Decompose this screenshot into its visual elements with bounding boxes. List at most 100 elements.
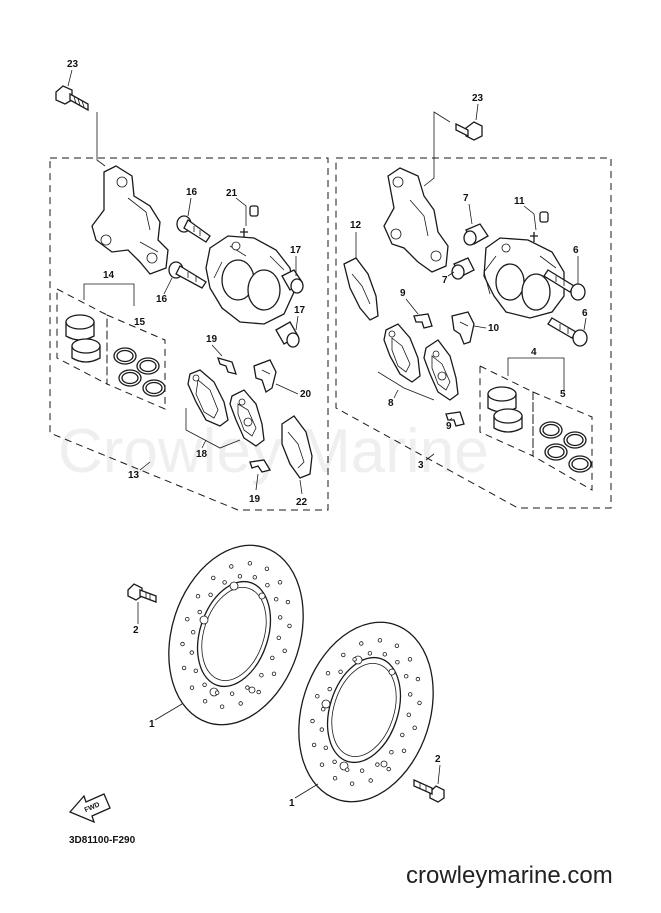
drill-hole — [321, 707, 326, 712]
drill-hole — [349, 781, 355, 786]
drill-hole — [412, 725, 417, 730]
callout-10: 10 — [488, 323, 500, 334]
bleed-screw-21 — [240, 205, 259, 238]
drill-hole — [400, 732, 405, 738]
drill-hole — [208, 592, 213, 597]
disc-bolt-2-left — [127, 583, 157, 603]
pin-boot-7-upper — [463, 223, 489, 246]
caliper-bracket-left — [91, 165, 169, 275]
drill-hole — [338, 669, 343, 674]
drill-hole — [222, 580, 227, 585]
drill-hole — [197, 609, 202, 615]
drill-hole — [189, 685, 195, 690]
callout-8: 8 — [388, 398, 394, 409]
callout-2-left: 2 — [133, 625, 139, 636]
drill-hole — [377, 638, 383, 643]
drill-hole — [319, 727, 324, 732]
callout-12: 12 — [350, 220, 362, 231]
brake-disc-1-right — [298, 621, 434, 803]
disc-drill-holes — [180, 561, 422, 786]
callout-18: 18 — [196, 449, 208, 460]
callout-19-upper: 19 — [206, 334, 218, 345]
drill-hole — [310, 718, 315, 724]
callout-2-right: 2 — [435, 754, 441, 765]
callout-9-upper: 9 — [400, 288, 406, 299]
drill-hole — [238, 701, 243, 706]
drill-hole — [285, 599, 291, 605]
drill-hole — [282, 648, 287, 653]
callout-11: 11 — [514, 196, 525, 207]
drill-hole — [181, 665, 187, 671]
pin-boot-17-upper — [281, 269, 304, 294]
caliper-body-left — [205, 235, 295, 325]
drill-hole — [315, 694, 320, 699]
drill-hole — [277, 580, 283, 585]
fwd-arrow-icon: FWD — [68, 793, 111, 824]
callout-16-upper: 16 — [186, 187, 198, 198]
caliper-assembly-13-box — [49, 157, 329, 511]
caliper-bracket-right — [383, 167, 449, 273]
drill-hole — [189, 650, 194, 655]
callout-1-left: 1 — [149, 719, 155, 730]
drill-hole — [401, 748, 407, 753]
pad-clip-9-lower — [445, 411, 465, 427]
caliper-pin-6-lower — [547, 317, 588, 347]
drill-hole — [407, 657, 413, 662]
callout-6-upper: 6 — [573, 245, 579, 256]
drill-hole — [394, 643, 400, 648]
drill-hole — [202, 682, 207, 687]
drill-hole — [415, 676, 421, 682]
drill-hole — [247, 561, 253, 566]
drill-hole — [190, 630, 196, 635]
drill-hole — [404, 674, 409, 679]
drill-hole — [408, 692, 413, 697]
drill-hole — [327, 686, 332, 692]
drill-hole — [265, 583, 270, 588]
drill-hole — [219, 704, 225, 709]
watermark-text: Crowley Marine — [58, 417, 489, 486]
drill-hole — [211, 575, 216, 581]
drill-hole — [341, 652, 346, 658]
callout-7-lower: 7 — [442, 275, 448, 286]
callout-17-lower: 17 — [294, 305, 306, 316]
seal-kit-15-box — [106, 314, 166, 410]
drill-hole — [389, 750, 394, 755]
drill-hole — [259, 673, 264, 678]
brake-pad-18-front — [187, 369, 229, 427]
drill-hole — [323, 745, 328, 750]
drill-hole — [332, 759, 337, 764]
drill-hole — [375, 762, 380, 767]
drill-hole — [195, 594, 201, 599]
caliper-body-right — [483, 237, 565, 319]
callout-16-lower: 16 — [156, 294, 168, 305]
drill-hole — [274, 597, 279, 602]
seal-kit-15 — [113, 347, 166, 397]
brake-disc-1-left — [168, 544, 304, 726]
drill-hole — [278, 615, 283, 620]
callout-6-lower: 6 — [582, 308, 588, 319]
drill-hole — [311, 742, 317, 748]
drill-hole — [214, 690, 220, 695]
drill-hole — [180, 641, 185, 647]
callout-17-upper: 17 — [290, 245, 302, 256]
brake-pad-8-front — [383, 323, 421, 383]
drill-hole — [345, 767, 350, 772]
caliper-assembly-3-box — [335, 157, 612, 509]
drill-hole — [276, 635, 281, 640]
pad-clip-9-upper — [413, 313, 433, 329]
drill-hole — [352, 657, 357, 662]
drill-hole — [406, 712, 411, 717]
pad-clip-19-lower — [249, 459, 272, 473]
diagram-code: 3D81100-F290 — [69, 835, 136, 846]
pad-spring-20 — [253, 359, 277, 394]
drill-hole — [252, 575, 257, 580]
drill-hole — [202, 699, 208, 704]
drill-hole — [325, 671, 331, 676]
pin-boot-7-lower — [451, 257, 475, 280]
callout-15: 15 — [134, 317, 146, 328]
pad-clip-19-upper — [216, 357, 237, 375]
drill-hole — [417, 700, 422, 706]
callout-7-upper: 7 — [463, 193, 469, 204]
callout-4: 4 — [531, 347, 537, 358]
